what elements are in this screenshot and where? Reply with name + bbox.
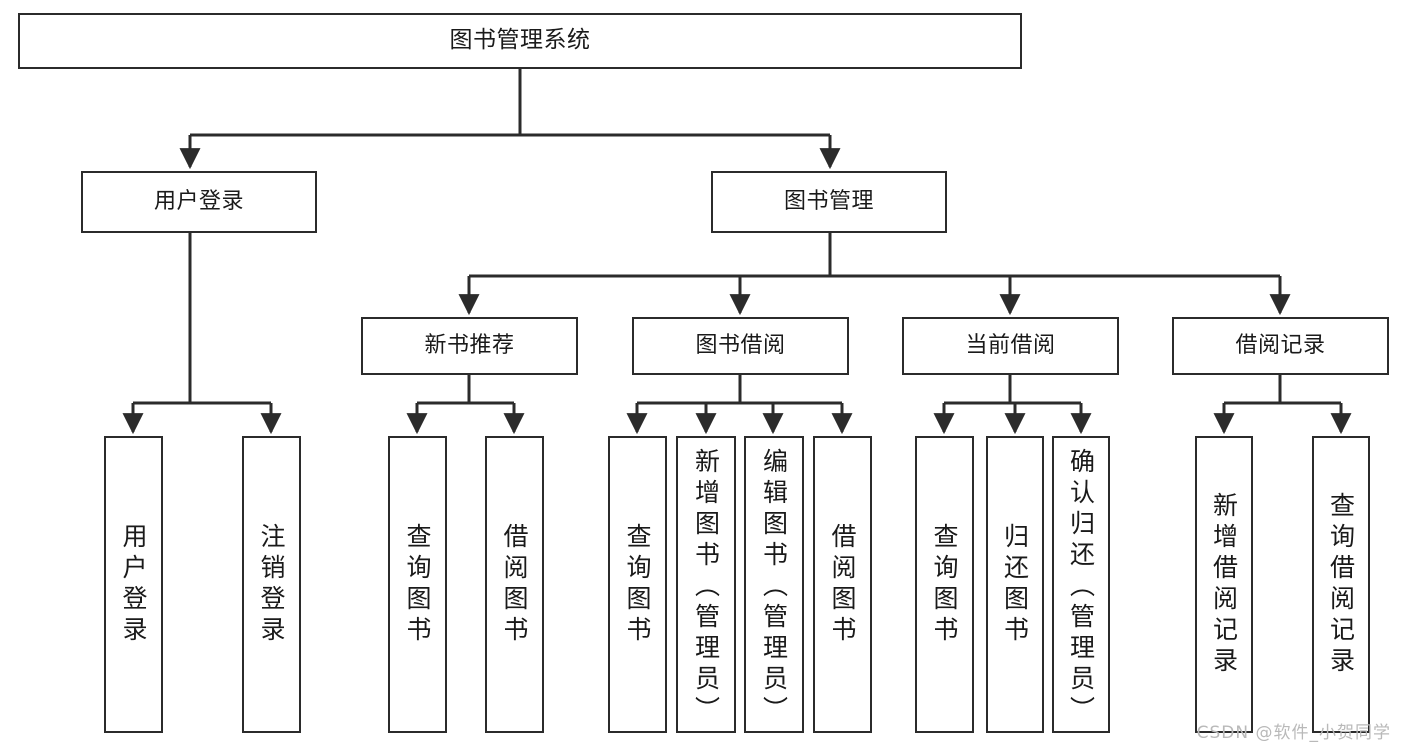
node-borrow-record[interactable]: 借阅记录 [1172,317,1389,375]
leaf-label: 借阅图书 [500,522,529,647]
leaf-label: 用户登录 [119,522,148,647]
leaf-borrow-record-1[interactable]: 新增借阅记录 [1195,436,1253,733]
leaf-book-borrow-4[interactable]: 借阅图书 [813,436,872,733]
node-user-login[interactable]: 用户登录 [81,171,317,233]
node-root[interactable]: 图书管理系统 [18,13,1022,69]
leaf-borrow-record-2[interactable]: 查询借阅记录 [1312,436,1370,733]
node-borrow-record-label: 借阅记录 [1235,332,1326,358]
leaf-label: 查询图书 [623,522,652,647]
node-current-borrow-label: 当前借阅 [965,332,1056,358]
node-current-borrow[interactable]: 当前借阅 [902,317,1119,375]
node-book-borrow[interactable]: 图书借阅 [632,317,849,375]
leaf-label: 查询借阅记录 [1326,491,1356,678]
node-root-label: 图书管理系统 [449,27,591,54]
leaf-current-borrow-2[interactable]: 归还图书 [986,436,1044,733]
leaf-book-borrow-3[interactable]: 编辑图书（管理员） [744,436,804,733]
node-book-borrow-label: 图书借阅 [695,332,786,358]
leaf-label: 编辑图书（管理员） [759,448,789,727]
leaf-label: 注销登录 [257,522,286,647]
leaf-label: 新增图书（管理员） [691,448,721,727]
leaf-user-login-2[interactable]: 注销登录 [242,436,301,733]
leaf-book-borrow-1[interactable]: 查询图书 [608,436,667,733]
leaf-user-login-1[interactable]: 用户登录 [104,436,163,733]
node-new-book-label: 新书推荐 [424,332,515,358]
node-user-login-label: 用户登录 [153,188,244,214]
leaf-current-borrow-3[interactable]: 确认归还（管理员） [1052,436,1110,733]
node-new-book[interactable]: 新书推荐 [361,317,578,375]
leaf-label: 查询图书 [403,522,432,647]
leaf-current-borrow-1[interactable]: 查询图书 [915,436,974,733]
leaf-new-book-1[interactable]: 查询图书 [388,436,447,733]
leaf-label: 查询图书 [930,522,959,647]
leaf-new-book-2[interactable]: 借阅图书 [485,436,544,733]
leaf-label: 新增借阅记录 [1209,491,1239,678]
leaf-book-borrow-2[interactable]: 新增图书（管理员） [676,436,736,733]
node-book-manage[interactable]: 图书管理 [711,171,947,233]
node-book-manage-label: 图书管理 [783,188,874,214]
leaf-label: 借阅图书 [828,522,857,647]
leaf-label: 归还图书 [1000,522,1030,647]
leaf-label: 确认归还（管理员） [1066,448,1096,727]
